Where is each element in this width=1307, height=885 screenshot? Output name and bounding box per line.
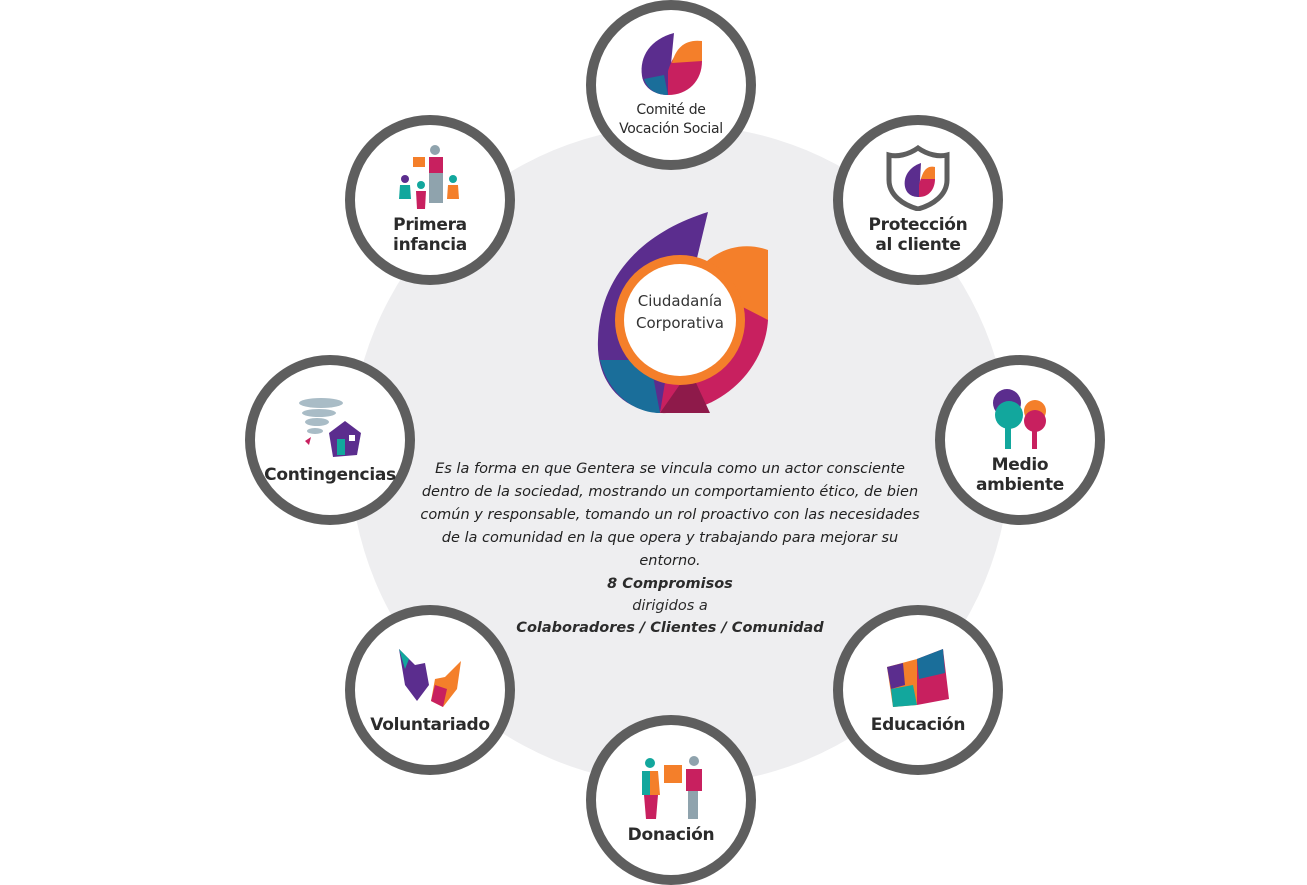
donation-icon (642, 756, 702, 819)
center-title: Ciudadanía Corporativa (625, 290, 735, 334)
children-icon (399, 145, 459, 209)
node-educacion[interactable]: Educación (833, 605, 1003, 775)
book-icon (887, 649, 949, 707)
node-donacion[interactable]: Donación (586, 715, 756, 885)
commitments-audiences: Colaboradores / Clientes / Comunidad (516, 620, 824, 636)
shield-icon (886, 145, 950, 211)
node-label: Voluntariado (370, 715, 490, 735)
node-contingencias[interactable]: Contingencias (245, 355, 415, 525)
leaf-logo-icon (641, 33, 702, 95)
commitments-title: 8 Compromisos (607, 576, 733, 592)
hands-icon (399, 649, 461, 707)
node-voluntariado[interactable]: Voluntariado (345, 605, 515, 775)
description: Es la forma en que Gentera se vincula co… (420, 461, 920, 569)
node-label: Donación (627, 825, 715, 845)
tornado-house-icon (299, 398, 361, 457)
gentera-center-logo (597, 212, 768, 414)
node-label: Educación (870, 715, 966, 735)
trees-icon (993, 389, 1046, 449)
commitments-subtitle: dirigidos a (632, 598, 708, 614)
center-title-line2: Corporativa (636, 314, 724, 332)
commitments: 8 Compromisos dirigidos a Colaboradores … (420, 573, 920, 639)
node-label: Contingencias (264, 465, 396, 485)
center-title-line1: Ciudadanía (637, 292, 723, 310)
